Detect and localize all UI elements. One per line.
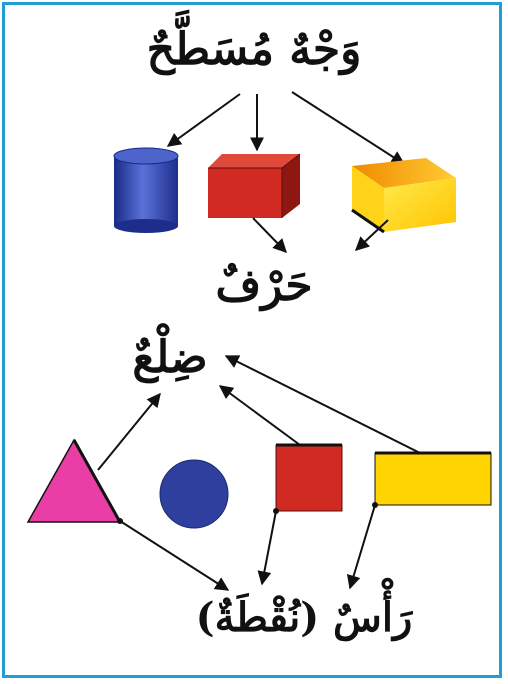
cube-shape	[208, 153, 301, 218]
arrow-face-to-cylinder	[166, 93, 241, 147]
rectangle-shape	[374, 452, 492, 506]
triangle-shape	[26, 438, 122, 523]
arrow-triangle-to-side	[97, 392, 161, 471]
arrow-rectangle-to-side	[224, 355, 421, 454]
label-vertex: رَأْسٌ (نُقْطَةٌ)	[195, 594, 413, 641]
arrow-rectangle-to-vertex	[346, 504, 376, 590]
label-edge: حَرْفٌ	[215, 260, 313, 311]
arrow-prism-to-edge	[354, 219, 389, 251]
square-shape	[275, 444, 343, 512]
label-flat-face: وَجْهٌ مُسَطَّحٌ	[146, 24, 362, 75]
arrow-square-to-side	[218, 385, 301, 446]
circle-shape	[159, 459, 229, 529]
prism-shape	[351, 158, 456, 234]
label-side: ضِلْعٌ	[132, 332, 208, 383]
arrow-cube-to-edge	[252, 217, 287, 254]
diagram-frame	[2, 2, 502, 678]
arrow-triangle-to-vertex	[119, 520, 230, 591]
cylinder-shape	[113, 147, 179, 233]
arrow-face-to-prism	[291, 91, 406, 165]
arrow-square-to-vertex	[257, 510, 277, 586]
